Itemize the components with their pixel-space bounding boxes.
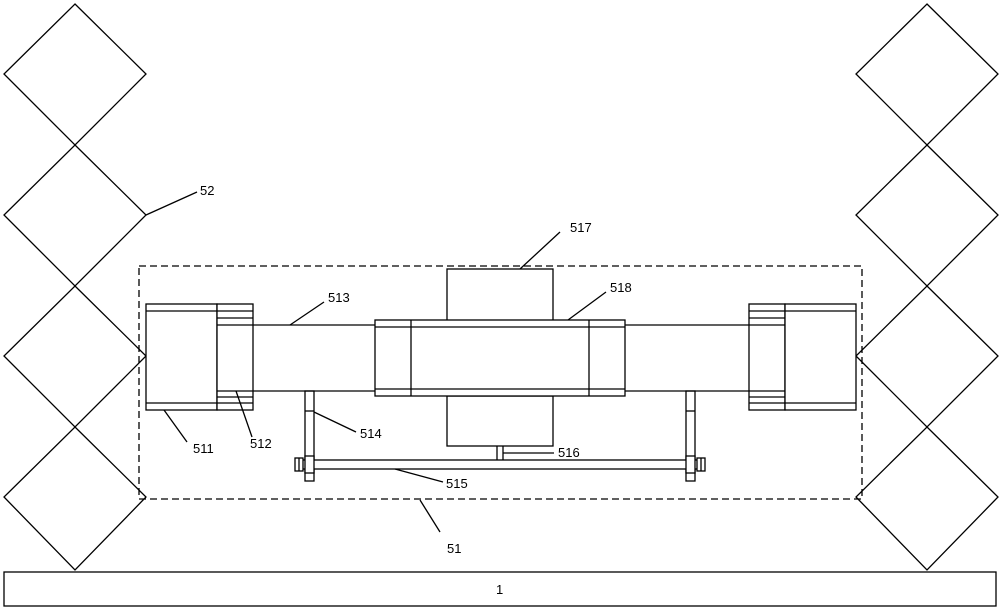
leader-51 (419, 499, 441, 533)
leader-52 (145, 191, 198, 216)
right-end-assembly (748, 303, 857, 411)
leader-511 (163, 409, 188, 443)
left-plate (216, 303, 254, 411)
left-diamond-3 (3, 285, 147, 428)
label-514: 514 (360, 426, 382, 441)
left-scissor-column (3, 3, 147, 571)
right-diamond-1 (855, 3, 999, 146)
base-plate (3, 571, 997, 607)
right-scissor-column (855, 3, 999, 571)
label-517: 517 (570, 220, 592, 235)
motor-upper (446, 268, 554, 322)
leader-512 (235, 390, 253, 438)
label-515: 515 (446, 476, 468, 491)
right-hanger-front (685, 455, 696, 474)
left-end-assembly (145, 303, 254, 411)
label-512: 512 (250, 436, 272, 451)
lower-rod (296, 459, 705, 470)
label-51: 51 (447, 541, 461, 556)
right-plate (748, 303, 786, 411)
leader-lines (145, 191, 607, 533)
right-diamond-3 (855, 285, 999, 428)
left-block (145, 303, 218, 411)
right-block (784, 303, 857, 411)
left-diamond-4 (3, 426, 147, 571)
label-513: 513 (328, 290, 350, 305)
sleeve-outer (374, 319, 626, 397)
label-516: 516 (558, 445, 580, 460)
left-hanger (304, 390, 315, 482)
label-511: 511 (193, 441, 214, 456)
leader-517 (519, 231, 561, 270)
label-1: 1 (496, 582, 503, 597)
left-diamond-1 (3, 3, 147, 146)
right-diamond-2 (855, 144, 999, 287)
leader-515 (394, 468, 444, 483)
motor-lower (446, 395, 554, 447)
right-hanger (685, 390, 696, 482)
center-sleeve (374, 319, 626, 397)
left-diamond-2 (3, 144, 147, 287)
left-hanger-front (304, 455, 315, 474)
leader-518 (567, 291, 607, 321)
leader-514 (313, 411, 357, 433)
label-52: 52 (200, 183, 214, 198)
label-518: 518 (610, 280, 632, 295)
leader-513 (289, 301, 325, 326)
right-diamond-4 (855, 426, 999, 571)
dashed-frame (138, 265, 863, 500)
